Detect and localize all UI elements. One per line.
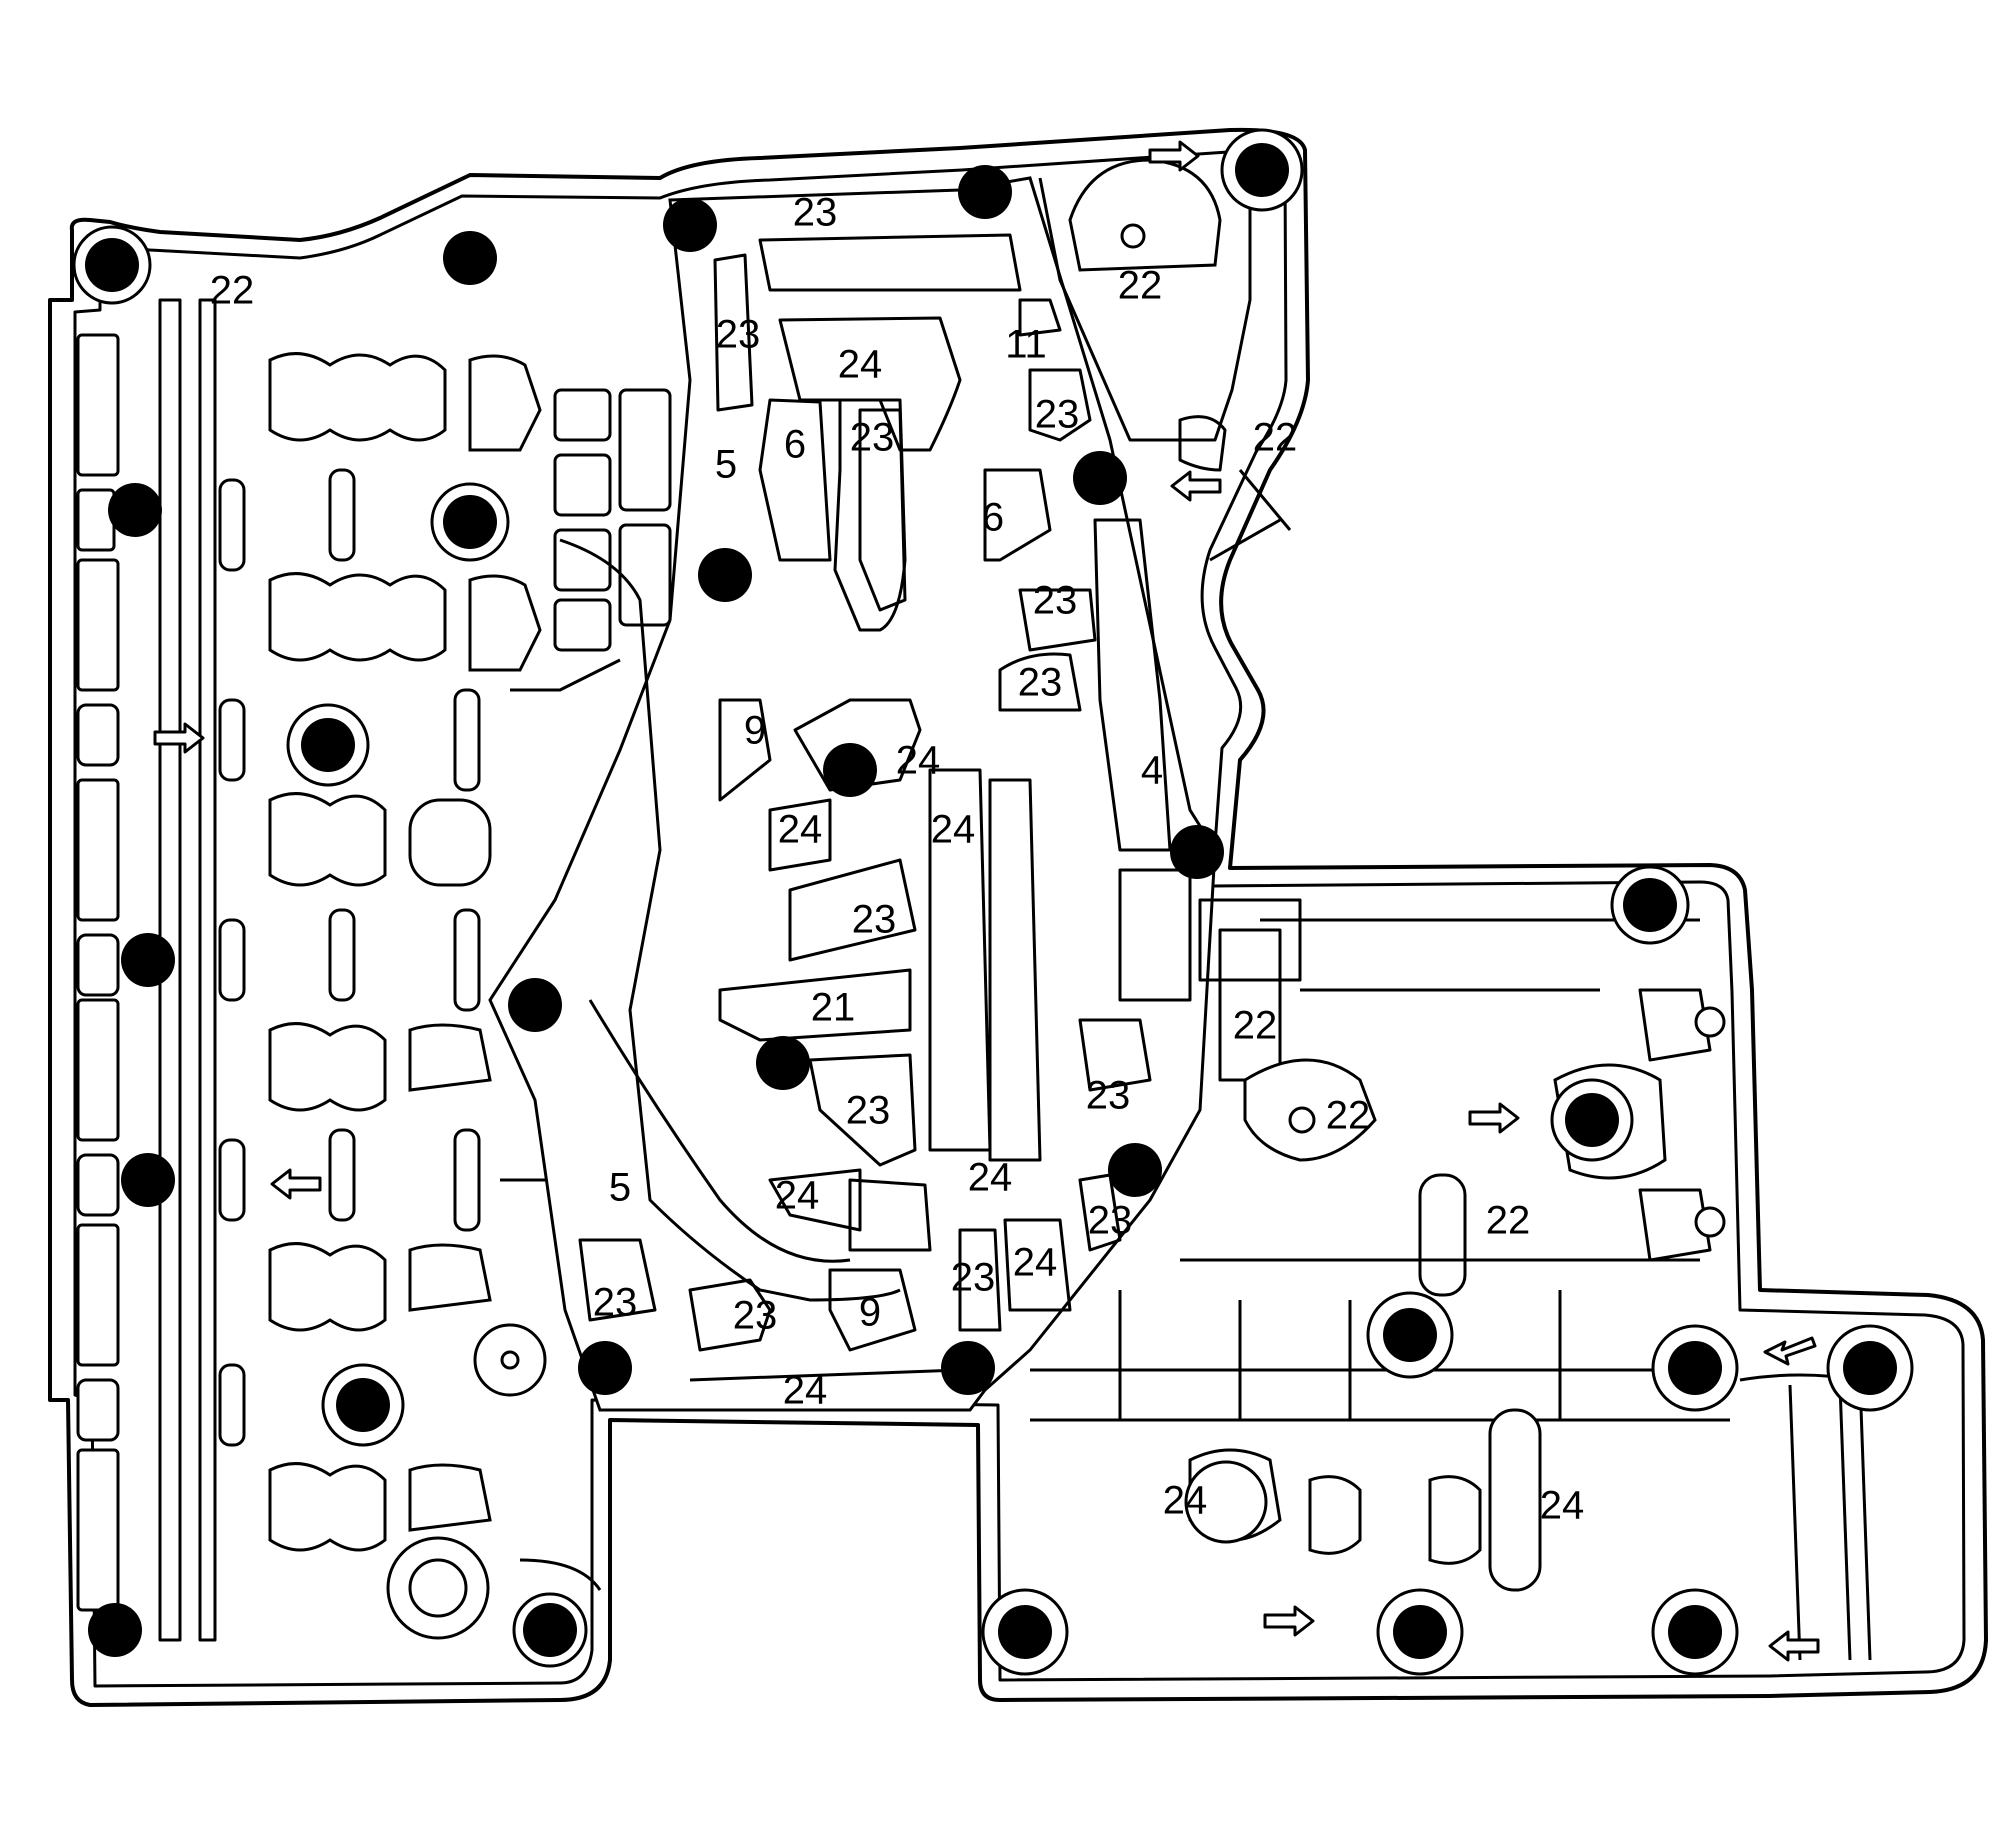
callout-label: 11 <box>1005 323 1047 367</box>
callout-label: 24 <box>1013 1241 1058 1285</box>
callout-label: 23 <box>951 1256 996 1300</box>
callout-label: 24 <box>838 343 883 387</box>
callout-label: 24 <box>1163 1479 1208 1523</box>
bolt-hole <box>108 483 162 537</box>
callout-label: 9 <box>859 1291 881 1335</box>
bolt-hole <box>663 198 717 252</box>
bolt-hole <box>1668 1341 1722 1395</box>
callout-label: 23 <box>852 898 897 942</box>
bolt-hole <box>443 495 497 549</box>
callout-label: 23 <box>1018 661 1063 705</box>
callout-label: 6 <box>982 496 1004 540</box>
callout-label: 24 <box>783 1369 828 1413</box>
left-grid-channels <box>500 388 672 1591</box>
bolt-holes <box>72 128 1914 1676</box>
bolt-hole <box>941 1341 995 1395</box>
callout-label: 23 <box>593 1281 638 1325</box>
left-slot-column <box>76 333 120 1612</box>
arrow-right-icon <box>1263 1605 1315 1637</box>
callout-label: 24 <box>968 1156 1013 1200</box>
callout-label: 23 <box>716 313 761 357</box>
bolt-hole <box>1843 1341 1897 1395</box>
bolt-hole <box>443 231 497 285</box>
callout-label: 21 <box>811 986 856 1030</box>
top-right-section <box>1038 158 1292 562</box>
center-channels <box>559 233 1192 1382</box>
callout-label: 23 <box>850 416 895 460</box>
bolt-hole <box>121 1153 175 1207</box>
callout-label: 23 <box>1088 1199 1133 1243</box>
callout-label: 22 <box>1326 1094 1371 1138</box>
callout-label: 22 <box>210 269 255 313</box>
bolt-hole <box>1170 825 1224 879</box>
bolt-hole <box>1393 1605 1447 1659</box>
inner-outline <box>73 150 1966 1688</box>
callout-label: 5 <box>715 443 737 487</box>
callout-label: 24 <box>1540 1484 1585 1528</box>
callout-label: 23 <box>793 191 838 235</box>
bolt-hole <box>998 1605 1052 1659</box>
bolt-hole <box>1668 1605 1722 1659</box>
arrow-right-icon <box>1468 1102 1520 1134</box>
bolt-hole <box>88 1603 142 1657</box>
callout-label: 22 <box>1486 1199 1531 1243</box>
bolt-hole <box>1235 143 1289 197</box>
callout-label: 23 <box>1035 393 1080 437</box>
callout-label: 23 <box>846 1089 891 1133</box>
bolt-hole <box>1383 1308 1437 1362</box>
callout-label: 22 <box>1233 1004 1278 1048</box>
callout-label: 23 <box>733 1294 778 1338</box>
arrow-left-icon <box>270 1168 322 1200</box>
bolt-hole <box>301 718 355 772</box>
bolt-hole <box>1565 1093 1619 1147</box>
callout-label: 9 <box>744 709 766 753</box>
callout-label: 24 <box>778 808 823 852</box>
arrow-left-icon <box>1170 470 1222 502</box>
bolt-hole <box>508 978 562 1032</box>
bolt-hole <box>1108 1143 1162 1197</box>
callout-label: 24 <box>775 1174 820 1218</box>
bolt-hole <box>578 1341 632 1395</box>
bolt-hole <box>1623 878 1677 932</box>
bolt-hole <box>958 165 1012 219</box>
bolt-hole <box>823 743 877 797</box>
callout-label: 23 <box>1033 579 1078 623</box>
arrow-right-icon <box>1148 140 1200 172</box>
bolt-hole <box>1073 451 1127 505</box>
bolt-hole <box>523 1603 577 1657</box>
callout-labels: 23 22 22 23 11 24 23 22 6 23 5 6 23 23 9… <box>210 191 1585 1528</box>
arrow-right-icon <box>153 722 205 754</box>
bolt-hole <box>336 1378 390 1432</box>
arrow-left-icon <box>1763 1336 1817 1366</box>
open-bores <box>386 1323 1268 1640</box>
left-valve-bores <box>158 298 542 1642</box>
callout-label: 4 <box>1141 749 1163 793</box>
callout-label: 6 <box>784 423 806 467</box>
bolt-hole <box>756 1036 810 1090</box>
callout-label: 22 <box>1118 264 1163 308</box>
callout-label: 22 <box>1253 416 1298 460</box>
flow-arrows <box>153 140 1820 1662</box>
bolt-hole <box>85 238 139 292</box>
callout-label: 24 <box>896 739 941 783</box>
arrow-left-icon <box>1768 1630 1820 1662</box>
callout-label: 24 <box>931 808 976 852</box>
callout-label: 23 <box>1086 1074 1131 1118</box>
callout-label: 5 <box>609 1166 631 1210</box>
bolt-hole <box>698 548 752 602</box>
bolt-hole <box>121 933 175 987</box>
